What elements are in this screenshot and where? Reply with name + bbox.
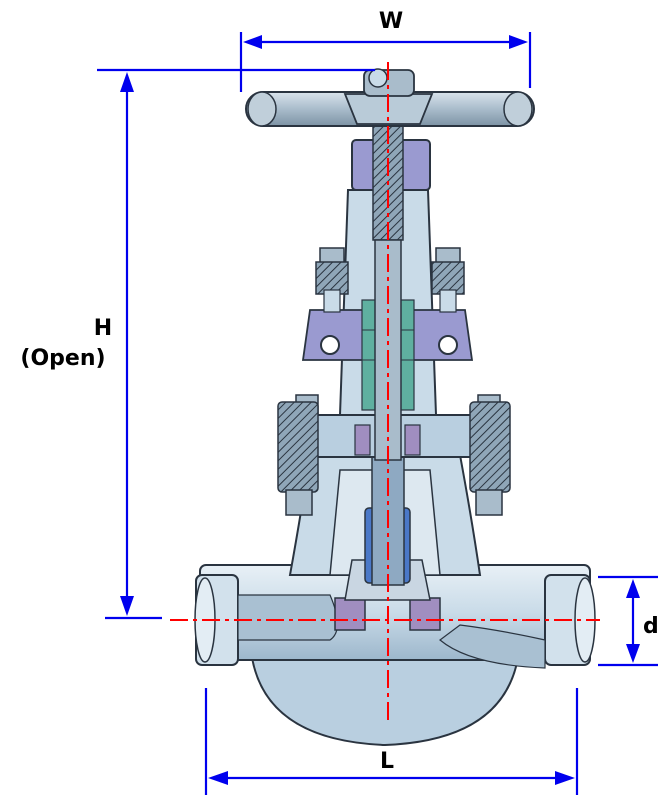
diameter-dimension — [598, 575, 658, 667]
flange-bolt-left — [277, 394, 319, 516]
height-label: H — [94, 316, 112, 341]
dimension-lines — [97, 32, 658, 795]
width-dimension — [239, 32, 532, 92]
diameter-label: d — [643, 614, 658, 639]
dimension-labels: W H (Open) L d — [20, 9, 658, 774]
gland-bolt-left — [315, 247, 349, 313]
centerlines — [170, 62, 600, 722]
width-label: W — [379, 9, 403, 34]
length-label: L — [380, 749, 394, 774]
length-dimension — [204, 688, 579, 795]
valve-seat — [334, 597, 441, 631]
height-dimension — [97, 68, 375, 620]
gland-bolt-right — [431, 247, 465, 313]
handwheel — [245, 68, 535, 127]
flange-bolt-right — [469, 394, 511, 516]
globe-valve-illustration — [194, 68, 596, 747]
height-open-label: (Open) — [20, 346, 105, 371]
